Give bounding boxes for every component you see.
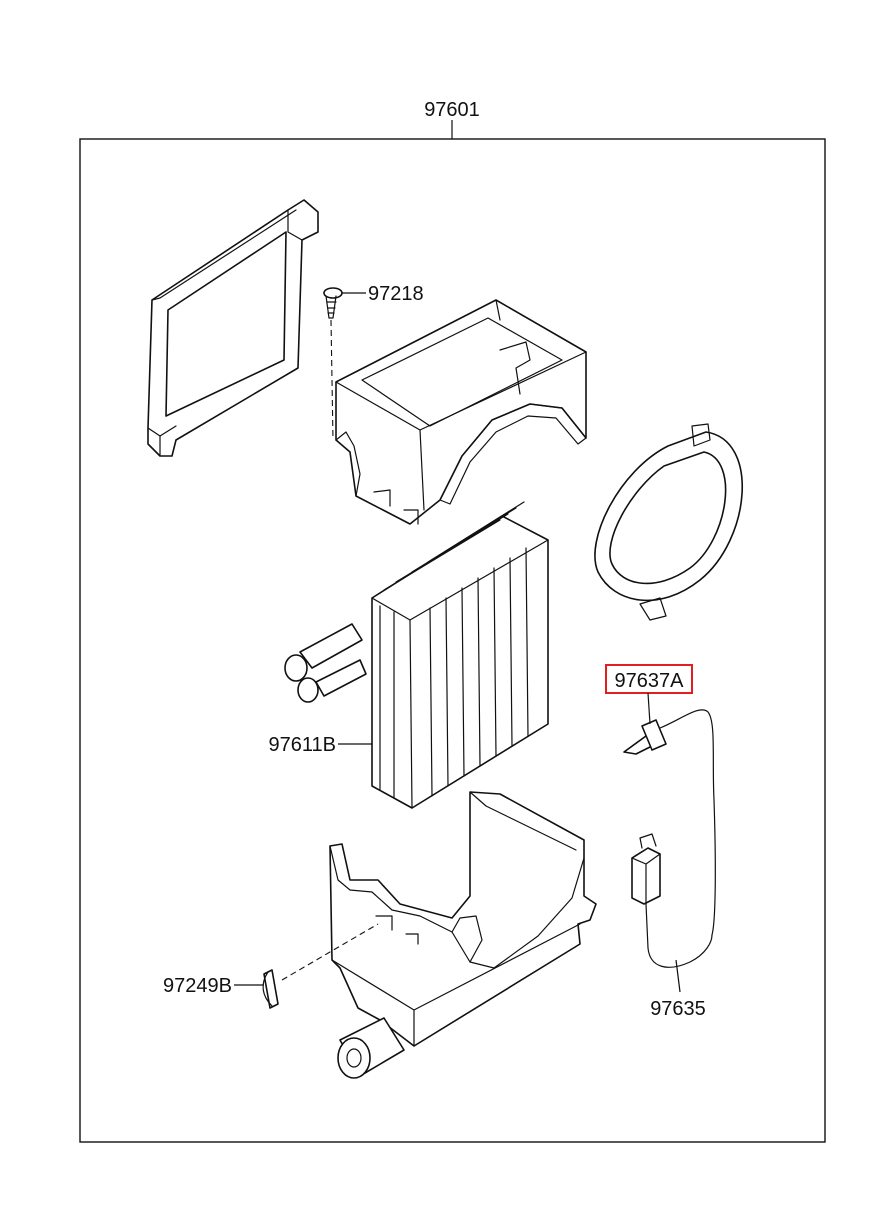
connector-97635 — [631, 833, 713, 968]
clip-97249B — [262, 969, 279, 1009]
dashed-link-97249B — [281, 923, 379, 981]
lower-case — [329, 791, 597, 1079]
leader-97637A — [647, 692, 651, 725]
assembly-label[interactable]: 97601 — [424, 99, 480, 121]
gasket-frame-left — [147, 199, 319, 457]
upper-case — [335, 299, 587, 525]
label-97635[interactable]: 97635 — [650, 998, 706, 1020]
label-97637A[interactable]: 97637A — [615, 670, 685, 692]
sensor-97637A — [623, 709, 716, 936]
leader-97635 — [675, 959, 681, 993]
label-97249B[interactable]: 97249B — [163, 975, 232, 997]
gasket-ring-right — [594, 423, 744, 621]
label-97218[interactable]: 97218 — [368, 283, 424, 305]
highlight-box-97637A — [605, 664, 693, 694]
evaporator-core — [284, 501, 549, 809]
label-97611B[interactable]: 97611B — [269, 734, 336, 756]
